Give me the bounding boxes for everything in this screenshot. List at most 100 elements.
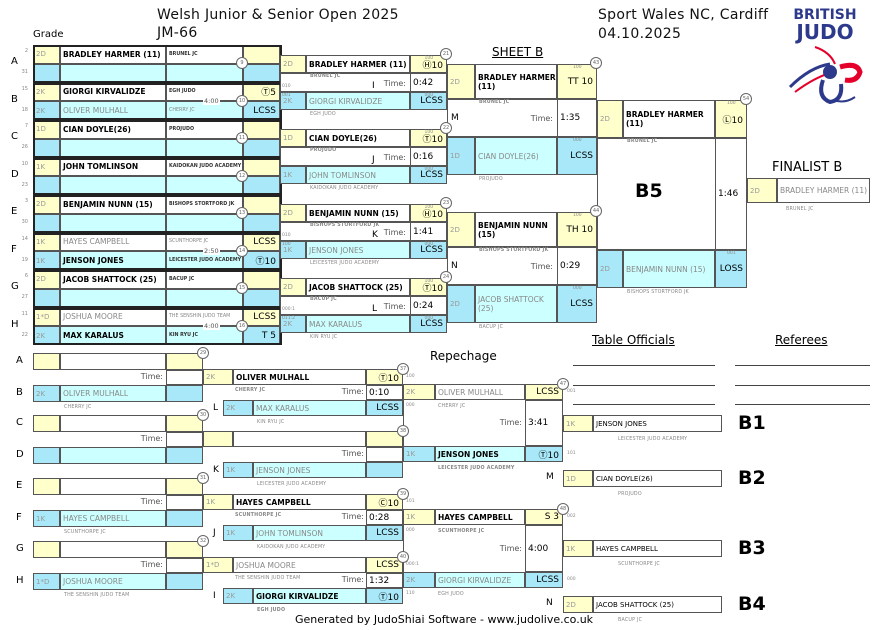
competitor-name[interactable]: CIAN DOYLE(26) — [475, 137, 557, 175]
competitor-name[interactable]: OLIVER MULHALL — [233, 369, 366, 385]
competitor-name[interactable]: GIORGI KIRVALIDZE — [253, 588, 366, 604]
competitor-name[interactable]: BENJAMIN NUNN (15) — [623, 250, 715, 288]
competitor-name[interactable] — [233, 431, 366, 447]
match-number: 37 — [397, 363, 409, 375]
footer-credit: Generated by JudoShiai Software - www.ju… — [295, 613, 594, 626]
competitor-name[interactable]: HAYES CAMPBELL — [233, 494, 366, 510]
pool-letter: H — [11, 318, 19, 330]
competitor-name[interactable]: OLIVER MULHALL — [435, 384, 525, 400]
grade-cell: 2D — [563, 596, 593, 613]
competitor-name[interactable]: BENJAMIN NUNN (15) — [306, 204, 410, 222]
score-code: 000 — [424, 93, 434, 98]
score-cell: Ⓗ10 — [410, 204, 447, 222]
pool-letter: E — [11, 206, 18, 217]
referees-label: Referees — [775, 333, 828, 347]
competitor-name[interactable] — [60, 353, 166, 370]
time-label: Time: — [140, 372, 163, 381]
match-number: 40 — [397, 551, 409, 563]
time-cell — [166, 432, 203, 447]
match-time: 3:41 — [525, 400, 563, 446]
score-code: 100 — [727, 101, 736, 106]
side-code: 000 — [406, 528, 415, 533]
seed-number: 3 — [24, 198, 28, 204]
competitor-name[interactable]: JOSHUA MOORE — [60, 573, 166, 590]
match-number: 32 — [197, 535, 209, 547]
competitor-name[interactable] — [60, 447, 166, 464]
competitor-name[interactable]: MAX KARALUS — [253, 400, 366, 416]
score-code: 000 — [424, 242, 434, 247]
score-cell: LCSS — [243, 307, 280, 327]
competitor-name[interactable]: HAYES CAMPBELL — [435, 509, 525, 525]
seed-number: 6 — [24, 273, 28, 279]
bronze-label: B2 — [738, 467, 766, 489]
competitor-name[interactable]: JOHN TOMLINSON — [253, 525, 366, 541]
grade-cell — [33, 541, 60, 558]
match-number: 43 — [590, 57, 602, 69]
competitor-name[interactable]: JENSON JONES — [253, 462, 366, 478]
grade-cell: 2K — [33, 385, 60, 402]
match-time: 1:35 — [557, 99, 597, 137]
side-code: 000:1 — [282, 307, 295, 312]
match-letter: I — [213, 591, 216, 601]
match-number: 38 — [397, 425, 409, 437]
club-name: SCUNTHORPE JC — [438, 529, 485, 534]
competitor-name[interactable]: BRADLEY HARMER (11) — [777, 178, 870, 203]
score-cell: Ⓗ10 — [410, 55, 447, 73]
score-cell: LCSS — [525, 384, 563, 400]
competitor-name[interactable]: BRADLEY HARMER (11) — [306, 55, 410, 73]
side-code: 110 — [406, 591, 415, 596]
competitor-name[interactable] — [60, 415, 166, 432]
seed-number: 26 — [21, 144, 28, 150]
grade-cell: 2D — [280, 55, 306, 73]
competitor-name[interactable]: JACOB SHATTOCK (25) — [306, 278, 410, 296]
score-cell: Ⓛ10 — [715, 100, 747, 138]
grade-cell: 1K — [403, 446, 435, 462]
club-name: LEICESTER JUDO ACADEMY — [618, 437, 688, 442]
pool-letter: F — [16, 512, 22, 523]
competitor-name[interactable]: JENSON JONES — [593, 415, 722, 432]
time-label: Time: — [499, 418, 522, 427]
match-letter: M — [546, 472, 554, 482]
competitor-name[interactable] — [60, 478, 166, 495]
score-cell — [166, 353, 203, 370]
grade-cell: 2D — [597, 100, 623, 138]
time-label: Time: — [383, 301, 406, 311]
match-number: 31 — [197, 472, 209, 484]
club-name: LEICESTER JUDO ACADEMY — [257, 482, 327, 487]
time-label: Time: — [140, 497, 163, 506]
score-cell — [166, 510, 203, 527]
time-label: Time: — [341, 512, 364, 521]
score-cell: Ⓣ10 — [525, 446, 563, 462]
score-cell — [166, 447, 203, 464]
competitor-name[interactable]: GIORGI KIRVALIDZE — [435, 572, 525, 588]
competitor-name[interactable]: BENJAMIN NUNN (15) — [475, 212, 557, 247]
competitor-name[interactable]: HAYES CAMPBELL — [593, 540, 722, 557]
competitor-name[interactable]: OLIVER MULHALL — [60, 385, 166, 402]
club-name: PROJUDO — [618, 492, 642, 497]
pool-letter: G — [11, 281, 19, 292]
score-cell: Ⓣ10 — [410, 129, 447, 147]
competitor-name[interactable]: CIAN DOYLE(26) — [593, 470, 722, 487]
pool-letter: G — [16, 543, 24, 554]
grade-cell: 1K — [223, 525, 253, 541]
competitor-name[interactable]: GIORGI KIRVALIDZE — [306, 92, 410, 110]
competitor-name[interactable]: JOHN TOMLINSON — [306, 166, 410, 184]
competitor-name[interactable] — [60, 541, 166, 558]
competitor-name[interactable]: JACOB SHATTOCK (25) — [475, 285, 557, 323]
match-number: 16 — [236, 319, 248, 332]
competitor-name[interactable]: JOSHUA MOORE — [233, 557, 366, 573]
competitor-name[interactable]: BRADLEY HARMER (11) — [623, 100, 715, 138]
grade-cell: 1K — [280, 166, 306, 184]
match-letter: J — [372, 155, 375, 165]
side-code: 010 — [282, 233, 291, 238]
repechage-label: Repechage — [430, 349, 497, 363]
competitor-name[interactable]: JENSON JONES — [435, 446, 525, 462]
side-code: 001 — [567, 389, 576, 394]
competitor-name[interactable]: HAYES CAMPBELL — [60, 510, 166, 527]
competitor-name[interactable]: BRADLEY HARMER (11) — [475, 64, 557, 99]
competitor-name[interactable]: CIAN DOYLE(26) — [306, 129, 410, 147]
competitor-name[interactable]: JACOB SHATTOCK (25) — [593, 596, 722, 613]
competitor-name[interactable]: JENSON JONES — [306, 241, 410, 259]
competitor-name[interactable]: MAX KARALUS — [306, 315, 410, 333]
match-time: 0:16 — [410, 147, 447, 166]
